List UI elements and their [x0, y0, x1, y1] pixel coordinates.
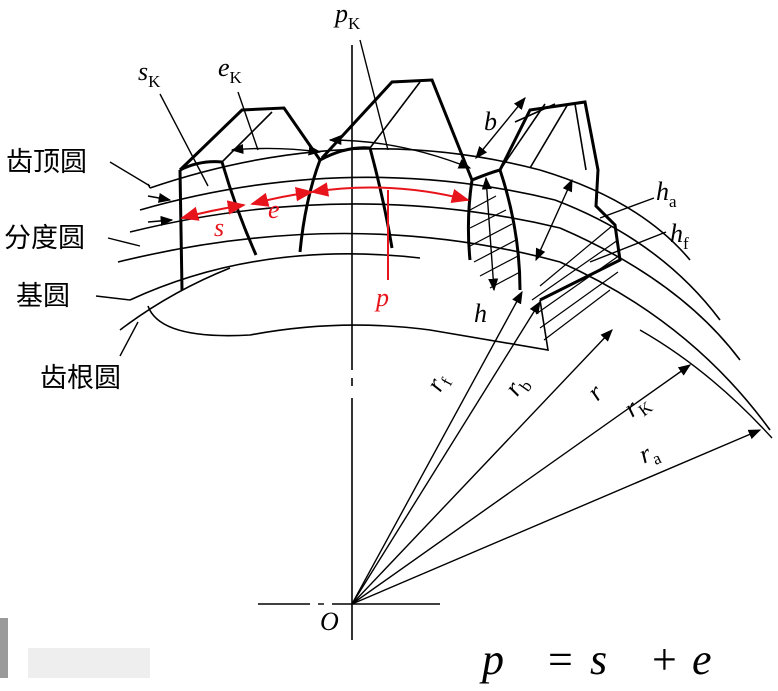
gear-body — [147, 299, 549, 351]
center-axis — [258, 45, 440, 640]
addendum-arc — [149, 148, 541, 189]
leader-lines — [95, 39, 667, 357]
label-addendum-circle: 齿顶圆 — [6, 147, 87, 178]
dimension-arrows — [147, 97, 573, 292]
blurred-watermark — [28, 648, 150, 678]
edge-mark — [0, 618, 8, 678]
label-ra: ra — [634, 435, 664, 473]
pitch-arc — [139, 176, 556, 211]
label-b: b — [484, 107, 497, 136]
radius-lines — [351, 290, 773, 605]
label-e: e — [268, 195, 280, 224]
label-base-circle: 基圆 — [16, 281, 70, 312]
formula-s: s — [590, 635, 607, 684]
label-dedendum-circle: 齿根圆 — [40, 363, 121, 394]
pitch-arrows — [180, 182, 470, 280]
label-r: r — [581, 378, 609, 407]
formula: p = s + e — [479, 635, 712, 684]
label-rb: rb — [498, 369, 536, 403]
gear-teeth — [178, 78, 622, 302]
label-s: s — [214, 213, 224, 242]
label-rf: rf — [420, 368, 457, 398]
formula-plus: + — [652, 635, 677, 684]
label-ha: ha — [656, 177, 677, 211]
formula-e: e — [692, 635, 712, 684]
base-arc — [129, 203, 561, 233]
label-p: p — [374, 283, 389, 312]
label-rK: rK — [618, 386, 656, 426]
label-sK: sK — [138, 57, 161, 91]
label-pK: pK — [333, 0, 361, 33]
formula-equals: = — [548, 635, 573, 684]
dedendum-arc — [117, 232, 561, 263]
label-pitch-circle: 分度圆 — [4, 223, 85, 254]
formula-p: p — [479, 635, 504, 684]
label-O: O — [320, 607, 339, 636]
label-eK: eK — [218, 53, 243, 87]
label-h: h — [474, 299, 487, 328]
label-hf: hf — [670, 219, 689, 253]
